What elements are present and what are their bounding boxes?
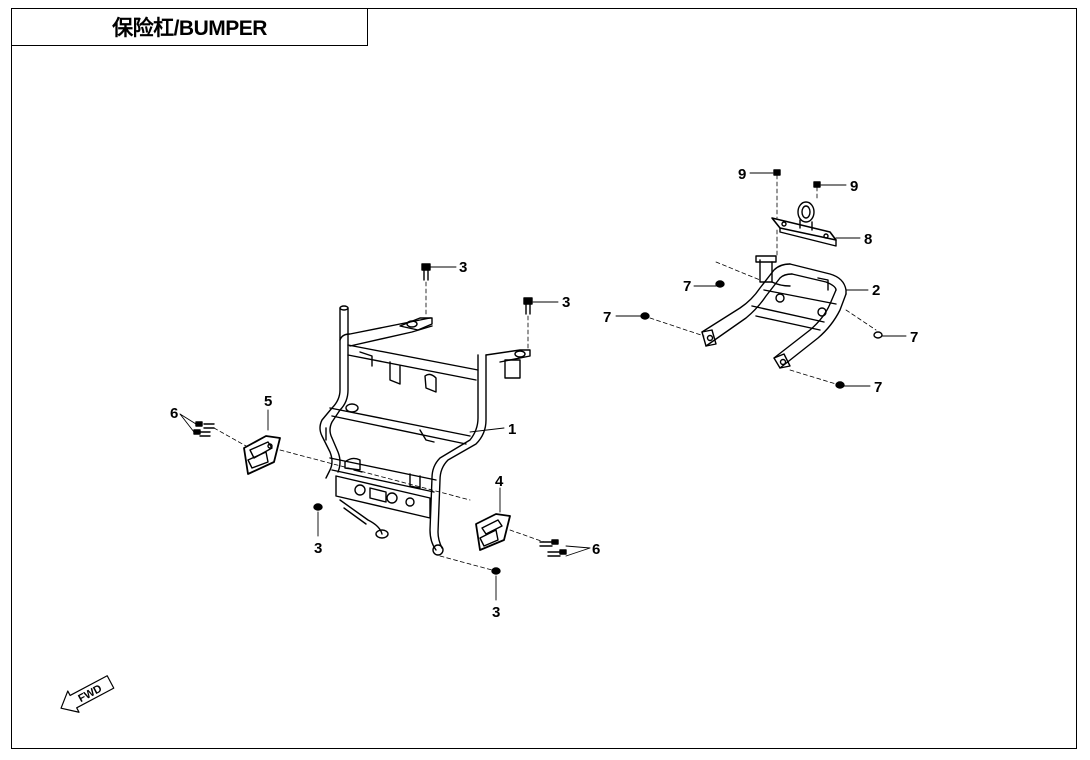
callout-9-b: 9 (850, 178, 858, 195)
bolts-6-left (179, 413, 247, 447)
leader-part-1 (469, 427, 505, 433)
bolts-6-right (539, 539, 591, 557)
callout-7-d: 7 (874, 379, 882, 396)
callout-3-right: 3 (562, 294, 570, 311)
callout-1: 1 (508, 421, 516, 438)
fwd-label: FWD (76, 683, 104, 705)
hitch-plate-part-8 (771, 201, 861, 247)
callout-4: 4 (495, 473, 504, 490)
left-bracket-part-5 (243, 409, 471, 501)
nuts-7 (615, 261, 907, 389)
rear-bumper-frame (701, 255, 847, 369)
callout-5: 5 (264, 393, 272, 410)
bolt-3-top (421, 263, 457, 317)
bolts-9 (749, 169, 847, 257)
forward-arrow-icon: FWD (60, 675, 115, 713)
bolt-3-right (523, 297, 559, 351)
page-title: 保险杠/BUMPER (112, 17, 267, 40)
callout-7-b: 7 (603, 309, 611, 326)
callout-7-a: 7 (683, 278, 691, 295)
callout-2: 2 (872, 282, 880, 299)
callout-3-lower-left: 3 (314, 540, 322, 557)
drawing-frame (11, 8, 1077, 749)
callout-6-left: 6 (170, 405, 178, 422)
callout-9-a: 9 (738, 166, 746, 183)
bolt-3-lower-left (313, 503, 323, 537)
right-bracket-part-4 (475, 487, 545, 551)
callout-3-top: 3 (459, 259, 467, 276)
bolt-3-lower-right (439, 555, 501, 601)
callout-3-lower-right: 3 (492, 604, 500, 621)
callout-6-right: 6 (592, 541, 600, 558)
title-box: 保险杠/BUMPER (11, 8, 368, 46)
front-bumper-frame (319, 305, 531, 556)
callout-8: 8 (864, 231, 872, 248)
callout-7-c: 7 (910, 329, 918, 346)
